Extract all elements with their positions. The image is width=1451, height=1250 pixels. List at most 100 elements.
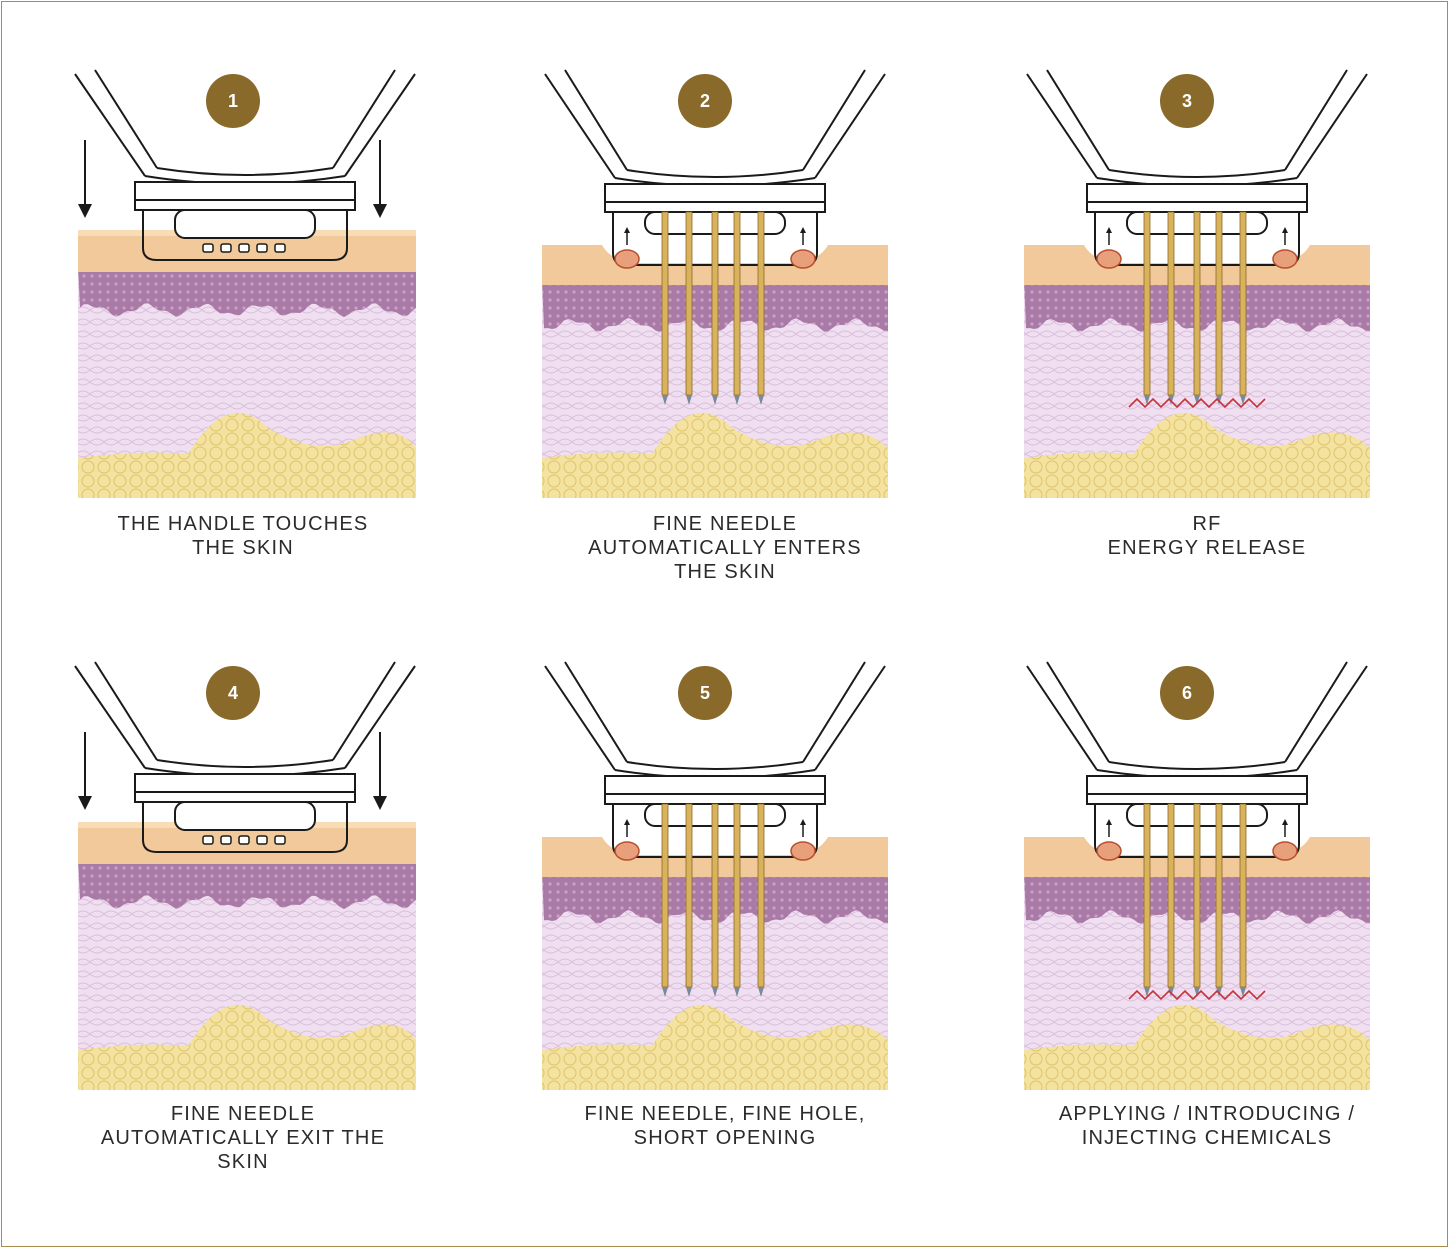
microneedle — [662, 804, 668, 987]
up-arrow-head-icon — [624, 227, 630, 233]
handpiece-arm — [803, 662, 865, 762]
microneedle — [1194, 212, 1200, 395]
microneedle — [1216, 804, 1222, 987]
handpiece-arm — [1285, 662, 1347, 762]
needle-cartridge — [175, 802, 315, 830]
handpiece-rim — [135, 182, 355, 200]
handpiece-arm — [333, 70, 395, 168]
step-3-panel: 3 RF ENERGY RELEASE — [1012, 40, 1402, 600]
microneedle — [662, 212, 668, 395]
step-caption: FINE NEEDLE, FINE HOLE, SHORT OPENING — [530, 1102, 920, 1150]
step-caption: RF ENERGY RELEASE — [1012, 512, 1402, 560]
handpiece-curve — [157, 168, 333, 175]
up-arrow-head-icon — [1282, 227, 1288, 233]
step-number-badge: 4 — [206, 666, 260, 720]
handpiece-curve — [627, 170, 803, 177]
needle-cup — [203, 244, 213, 252]
electrode-pad — [1097, 842, 1121, 860]
electrode-pad — [791, 250, 815, 268]
microneedle — [712, 804, 718, 987]
step-2-panel: 2 FINE NEEDLE AUTOMATICALLY ENTERS THE S… — [530, 40, 920, 600]
needle-cartridge — [175, 210, 315, 238]
handpiece-arm — [1297, 74, 1367, 178]
handpiece-rim — [605, 184, 825, 202]
microneedle — [758, 212, 764, 395]
up-arrow-head-icon — [1106, 819, 1112, 825]
handpiece-rim — [605, 776, 825, 794]
up-arrow-head-icon — [624, 819, 630, 825]
handpiece-rim — [605, 794, 825, 804]
down-arrow-head-icon — [78, 796, 92, 810]
handpiece-rim — [1087, 184, 1307, 202]
microneedle — [1240, 212, 1246, 395]
step-number-badge: 1 — [206, 74, 260, 128]
handpiece-arm — [815, 74, 885, 178]
down-arrow-head-icon — [373, 796, 387, 810]
step-caption: APPLYING / INTRODUCING / INJECTING CHEMI… — [1012, 1102, 1402, 1150]
microneedle — [1216, 212, 1222, 395]
electrode-pad — [1097, 250, 1121, 268]
handpiece-arm — [815, 666, 885, 770]
step-number-badge: 5 — [678, 666, 732, 720]
up-arrow-head-icon — [800, 227, 806, 233]
down-arrow-head-icon — [373, 204, 387, 218]
handpiece-arm — [1027, 666, 1097, 770]
handpiece-arm — [545, 74, 615, 178]
handpiece-arm — [333, 662, 395, 760]
handpiece-rim — [135, 200, 355, 210]
up-arrow-head-icon — [800, 819, 806, 825]
microneedle — [1144, 804, 1150, 987]
microneedle — [686, 212, 692, 395]
handpiece-arm — [1285, 70, 1347, 170]
electrode-pad — [1273, 842, 1297, 860]
microneedle — [712, 212, 718, 395]
microneedle — [686, 804, 692, 987]
step-number-badge: 2 — [678, 74, 732, 128]
needle-cup — [275, 244, 285, 252]
handpiece-arm — [545, 666, 615, 770]
handpiece-rim — [1087, 794, 1307, 804]
needle-cup — [239, 244, 249, 252]
handpiece-arm — [1027, 74, 1097, 178]
handpiece-curve — [157, 760, 333, 767]
handpiece-arm — [565, 662, 627, 762]
handpiece-arm — [1047, 70, 1109, 170]
microneedle — [758, 804, 764, 987]
step-caption: FINE NEEDLE AUTOMATICALLY EXIT THE SKIN — [48, 1102, 438, 1174]
step-caption: THE HANDLE TOUCHES THE SKIN — [48, 512, 438, 560]
step-number-badge: 6 — [1160, 666, 1214, 720]
handpiece-arm — [803, 70, 865, 170]
needle-cup — [239, 836, 249, 844]
down-arrow-head-icon — [78, 204, 92, 218]
electrode-pad — [615, 842, 639, 860]
microneedle — [1168, 804, 1174, 987]
handpiece-rim — [1087, 776, 1307, 794]
microneedle — [1144, 212, 1150, 395]
handpiece-arm — [1047, 662, 1109, 762]
microneedle — [734, 212, 740, 395]
handpiece-arm — [1297, 666, 1367, 770]
step-6-panel: 6 APPLYING / INTRODUCING / INJECTING CHE… — [1012, 632, 1402, 1192]
handpiece-curve — [1109, 170, 1285, 177]
needle-cup — [203, 836, 213, 844]
needle-cup — [221, 836, 231, 844]
handpiece-arm — [95, 70, 157, 168]
needle-cup — [257, 836, 267, 844]
microneedle — [1168, 212, 1174, 395]
handpiece-curve — [627, 762, 803, 769]
electrode-pad — [791, 842, 815, 860]
needle-cup — [221, 244, 231, 252]
handpiece-rim — [1087, 202, 1307, 212]
microneedle — [1194, 804, 1200, 987]
up-arrow-head-icon — [1106, 227, 1112, 233]
handpiece-arm — [95, 662, 157, 760]
needle-cup — [275, 836, 285, 844]
handpiece-rim — [605, 202, 825, 212]
step-5-panel: 5 FINE NEEDLE, FINE HOLE, SHORT OPENING — [530, 632, 920, 1192]
microneedle — [1240, 804, 1246, 987]
handpiece-rim — [135, 792, 355, 802]
electrode-pad — [615, 250, 639, 268]
step-number-badge: 3 — [1160, 74, 1214, 128]
microneedle — [734, 804, 740, 987]
up-arrow-head-icon — [1282, 819, 1288, 825]
